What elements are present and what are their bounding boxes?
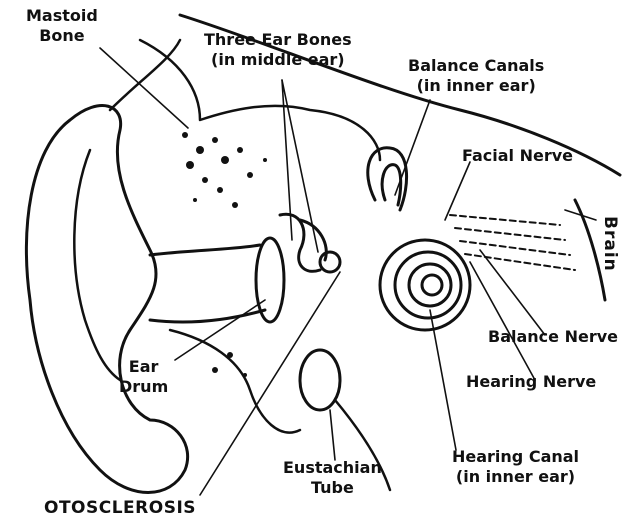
nerve-bundle-3 (460, 241, 570, 255)
leader-mastoid (100, 48, 188, 128)
nerve-bundle-1 (450, 215, 560, 225)
nerve-bundle-4 (465, 254, 575, 270)
leader-balance-canals (395, 100, 430, 195)
pinna-helix (110, 40, 180, 110)
ossicle-malleus (280, 214, 320, 271)
cochlea-spiral (380, 240, 470, 330)
eustachian-tube-shape (300, 350, 340, 410)
leader-hearing-canal (430, 310, 456, 450)
label-balance-nerve: Balance Nerve (488, 327, 618, 347)
caption-otosclerosis: OTOSCLEROSIS (44, 498, 196, 518)
mastoid-texture (182, 132, 267, 377)
leader-eustachian (330, 410, 335, 460)
label-three-ear-bones: Three Ear Bones (in middle ear) (204, 30, 352, 70)
label-balance-canals: Balance Canals (in inner ear) (408, 56, 544, 96)
label-hearing-nerve: Hearing Nerve (466, 372, 596, 392)
ossicle-stapes (320, 252, 340, 272)
outer-ear-outline (26, 106, 187, 493)
label-ear-drum: Ear Drum (119, 357, 168, 397)
pinna-inner-fold (74, 150, 120, 380)
label-eustachian-tube: Eustachian Tube (283, 458, 382, 498)
lower-bone (170, 330, 300, 433)
nerve-bundle-2 (455, 228, 565, 240)
label-hearing-canal: Hearing Canal (in inner ear) (452, 447, 579, 487)
ear-canal-top (150, 245, 260, 255)
label-brain: Brain (600, 216, 620, 272)
leader-balance-nerve (480, 250, 545, 335)
label-facial-nerve: Facial Nerve (462, 146, 573, 166)
ear-drum-shape (256, 238, 284, 322)
label-mastoid-bone: Mastoid Bone (26, 6, 98, 46)
leader-facial-nerve (445, 162, 470, 220)
